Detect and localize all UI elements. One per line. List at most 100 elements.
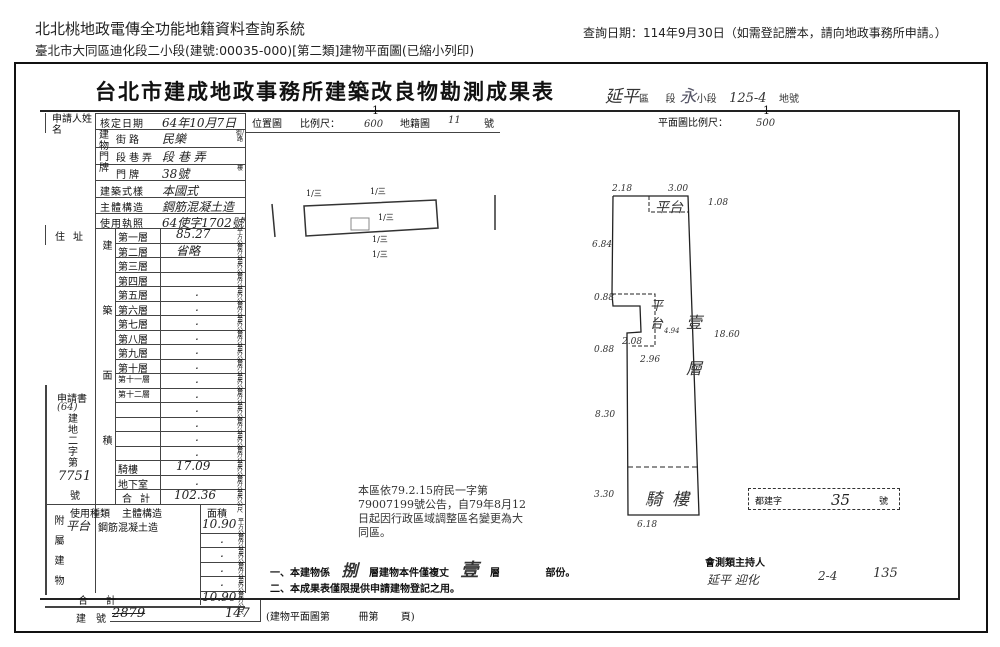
floor-label: 第四層 bbox=[118, 276, 148, 288]
row-divider bbox=[200, 561, 245, 563]
row-divider bbox=[115, 242, 245, 244]
floor-label: 第十一層 bbox=[118, 375, 150, 384]
floor-plan bbox=[611, 195, 700, 516]
annex-area: . bbox=[220, 531, 224, 546]
row-divider bbox=[95, 197, 245, 198]
floor-area: . bbox=[195, 401, 199, 415]
plan-scale-label: 平面圖比例尺： bbox=[658, 118, 728, 129]
row-divider bbox=[45, 503, 245, 505]
plan-scale-den: 500 bbox=[756, 118, 776, 129]
annex-area: . bbox=[220, 546, 224, 560]
district-label: 區 bbox=[639, 94, 649, 105]
row-divider bbox=[115, 402, 245, 403]
field-value: 段 巷 弄 bbox=[162, 150, 206, 164]
row-divider bbox=[115, 431, 245, 432]
annex-structure: 鋼筋混凝土造 bbox=[98, 523, 158, 534]
table-divider bbox=[95, 113, 245, 114]
unit-label: 平方公尺 bbox=[236, 300, 243, 326]
field-value: 64使字1702號 bbox=[162, 216, 244, 230]
survey-form bbox=[40, 110, 960, 600]
application-year: (64) bbox=[57, 402, 78, 413]
application-label: 申請書 bbox=[57, 394, 87, 405]
floor-label: 第十層 bbox=[118, 363, 148, 375]
position-map-label: 位置圖 bbox=[252, 119, 282, 130]
field-label: 建築式樣 bbox=[100, 187, 144, 198]
building-number-label: 建號 bbox=[76, 614, 116, 625]
floor-area: . bbox=[195, 343, 199, 357]
field-value: 64年10月7日 bbox=[162, 116, 237, 130]
unit-label: 平方公尺 bbox=[236, 228, 243, 253]
floor-area: . bbox=[195, 430, 199, 444]
dimension-label: 4.94 bbox=[664, 327, 680, 335]
district-change-notice: 本區依79.2.15府民一字第79007199號公告，自79年8月12日起因行政… bbox=[358, 484, 526, 539]
document-frame bbox=[14, 62, 988, 633]
floor-label: 壹層 bbox=[686, 313, 703, 378]
row-divider bbox=[115, 329, 245, 331]
unit-label: 平方公尺 bbox=[236, 358, 243, 384]
floor-label: 第八層 bbox=[118, 334, 148, 346]
floor-area: . bbox=[195, 372, 199, 386]
floor-area: . bbox=[195, 444, 199, 459]
floor-label: 第六層 bbox=[118, 305, 148, 317]
cadastral-map-label: 地籍圖 bbox=[400, 119, 430, 130]
measurer-no2: 135 bbox=[873, 566, 898, 581]
field-label: 使用執照 bbox=[100, 219, 144, 230]
row-divider bbox=[115, 460, 245, 461]
annex-total-label: 合計 bbox=[78, 595, 134, 607]
table-divider bbox=[160, 228, 161, 504]
area-group-label: 建築面積 bbox=[100, 240, 111, 500]
plan-scale-num: 1 bbox=[763, 104, 770, 117]
position-scale-den: 600 bbox=[364, 119, 384, 130]
unit-label: 平方公尺 bbox=[236, 344, 243, 369]
district: 延平 bbox=[605, 87, 639, 107]
row-divider bbox=[115, 416, 245, 418]
row-divider bbox=[200, 547, 245, 548]
building-number-struck: 2879 bbox=[112, 606, 146, 621]
note-1-prefix: 一、本建物係 bbox=[270, 568, 330, 579]
dimension-label: 0.88 bbox=[594, 345, 615, 355]
unit-label: 平方公尺 bbox=[236, 387, 243, 413]
row-divider bbox=[95, 180, 245, 181]
field-unit: 街/路 bbox=[235, 130, 245, 143]
dimension-label: 1.08 bbox=[708, 198, 729, 208]
position-mark: 1/三 bbox=[378, 213, 394, 222]
stamp-label: 都建字 bbox=[755, 497, 783, 507]
permit-stamp: 都建字 35 號 bbox=[748, 488, 900, 510]
unit-label: 平方公尺 bbox=[236, 257, 243, 282]
stamp-value: 35 bbox=[831, 491, 851, 509]
row-divider bbox=[115, 257, 245, 258]
note-1-floor-done: 壹 bbox=[460, 560, 479, 581]
field-label: 段巷弄 bbox=[116, 153, 155, 164]
note-1: 一、本建物係 捌 層建物本件僅複丈 壹 層 部份。 bbox=[270, 556, 575, 582]
unit-label: 平方公尺 bbox=[236, 286, 243, 311]
field-label: 門牌 bbox=[116, 170, 142, 181]
stamp-suffix: 號 bbox=[879, 497, 889, 507]
floor-area: . bbox=[195, 473, 199, 488]
unit-label: 平方公尺 bbox=[236, 460, 243, 485]
row-divider bbox=[115, 358, 245, 360]
row-divider bbox=[200, 590, 245, 592]
note-1-suffix: 層 bbox=[489, 568, 500, 579]
unit-label: 平方公尺 bbox=[236, 431, 243, 456]
plan-page-text: (建物平面圖第 bbox=[266, 612, 330, 623]
floor-label: 第十二層 bbox=[118, 389, 150, 399]
position-mark: 1/三 bbox=[370, 187, 386, 196]
unit-label: 平方公尺 bbox=[236, 416, 243, 442]
table-divider bbox=[95, 113, 96, 593]
document-title: 台北市建成地政事務所建築改良物勘測成果表 bbox=[95, 79, 555, 104]
floor-area: . bbox=[195, 328, 199, 343]
applicant-name-label: 申請人姓名 bbox=[52, 114, 92, 136]
address-label: 住址 bbox=[55, 232, 91, 243]
dimension-label: 2.08 bbox=[622, 337, 643, 347]
dimension-label: 2.18 bbox=[612, 184, 633, 194]
row-divider bbox=[115, 474, 245, 476]
plan-page-mid: 冊第 bbox=[358, 612, 379, 623]
lot-number: 125-4 bbox=[729, 91, 767, 106]
row-divider bbox=[95, 228, 245, 229]
application-suffix: 號 bbox=[70, 491, 80, 502]
row-divider bbox=[200, 532, 245, 534]
field-value: 本國式 bbox=[162, 184, 199, 198]
row-divider bbox=[95, 147, 245, 148]
unit-label: 平方公尺 bbox=[236, 329, 243, 355]
annex-area: . bbox=[220, 560, 224, 575]
